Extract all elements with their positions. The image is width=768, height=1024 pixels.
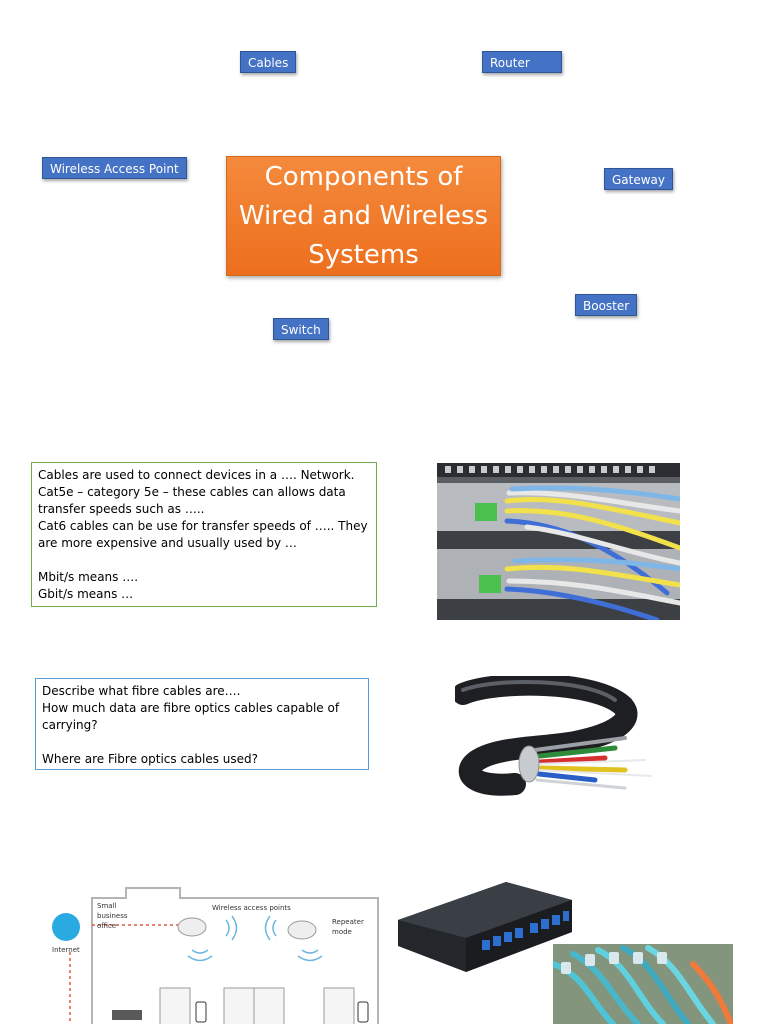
fibre-line bbox=[42, 734, 362, 751]
diagram-wap-label: Wireless access points bbox=[212, 904, 291, 912]
diagram-repeater-label-1: Repeater bbox=[332, 918, 364, 926]
diagram-office-label-1: Small bbox=[97, 902, 117, 910]
network-rack-photo bbox=[437, 463, 680, 620]
cables-line: Cat6 cables can be use for transfer spee… bbox=[38, 519, 368, 533]
tag-switch: Switch bbox=[273, 318, 329, 340]
diagram-office-label-2: business bbox=[97, 912, 128, 920]
fibre-line: carrying? bbox=[42, 718, 98, 732]
cables-line: Cables are used to connect devices in a … bbox=[38, 468, 355, 482]
tag-cables: Cables bbox=[240, 51, 297, 73]
page-title: Components of Wired and Wireless Systems bbox=[238, 161, 489, 270]
fibre-line: How much data are fibre optics cables ca… bbox=[42, 701, 340, 715]
diagram-office-label-3: office bbox=[97, 922, 117, 930]
cables-text-box: Cables are used to connect devices in a … bbox=[31, 462, 377, 607]
fibre-line: Describe what fibre cables are…. bbox=[42, 684, 241, 698]
cables-line: Cat5e – category 5e – these cables can a… bbox=[38, 485, 346, 499]
patch-cables-photo bbox=[553, 944, 733, 1024]
tag-router: Router bbox=[482, 51, 562, 73]
cables-line: transfer speeds such as ….. bbox=[38, 502, 205, 516]
network-switch-photo bbox=[396, 880, 576, 976]
network-diagram: Internet Small business office Wireless … bbox=[40, 880, 385, 1024]
cables-line: are more expensive and usually used by … bbox=[38, 536, 297, 550]
tag-booster: Booster bbox=[575, 294, 638, 316]
cables-line: Gbit/s means … bbox=[38, 587, 134, 601]
tag-wireless-access-point: Wireless Access Point bbox=[42, 157, 187, 179]
fibre-optic-cable-photo bbox=[455, 676, 655, 801]
fibre-line: Where are Fibre optics cables used? bbox=[42, 752, 259, 766]
diagram-repeater-label-2: mode bbox=[332, 928, 352, 936]
cables-line: Mbit/s means …. bbox=[38, 570, 139, 584]
title-box: Components of Wired and Wireless Systems bbox=[226, 156, 501, 276]
tag-gateway: Gateway bbox=[604, 168, 674, 190]
cables-line bbox=[38, 552, 370, 569]
diagram-internet-label: Internet bbox=[52, 946, 80, 954]
fibre-text-box: Describe what fibre cables are…. How muc… bbox=[35, 678, 369, 770]
